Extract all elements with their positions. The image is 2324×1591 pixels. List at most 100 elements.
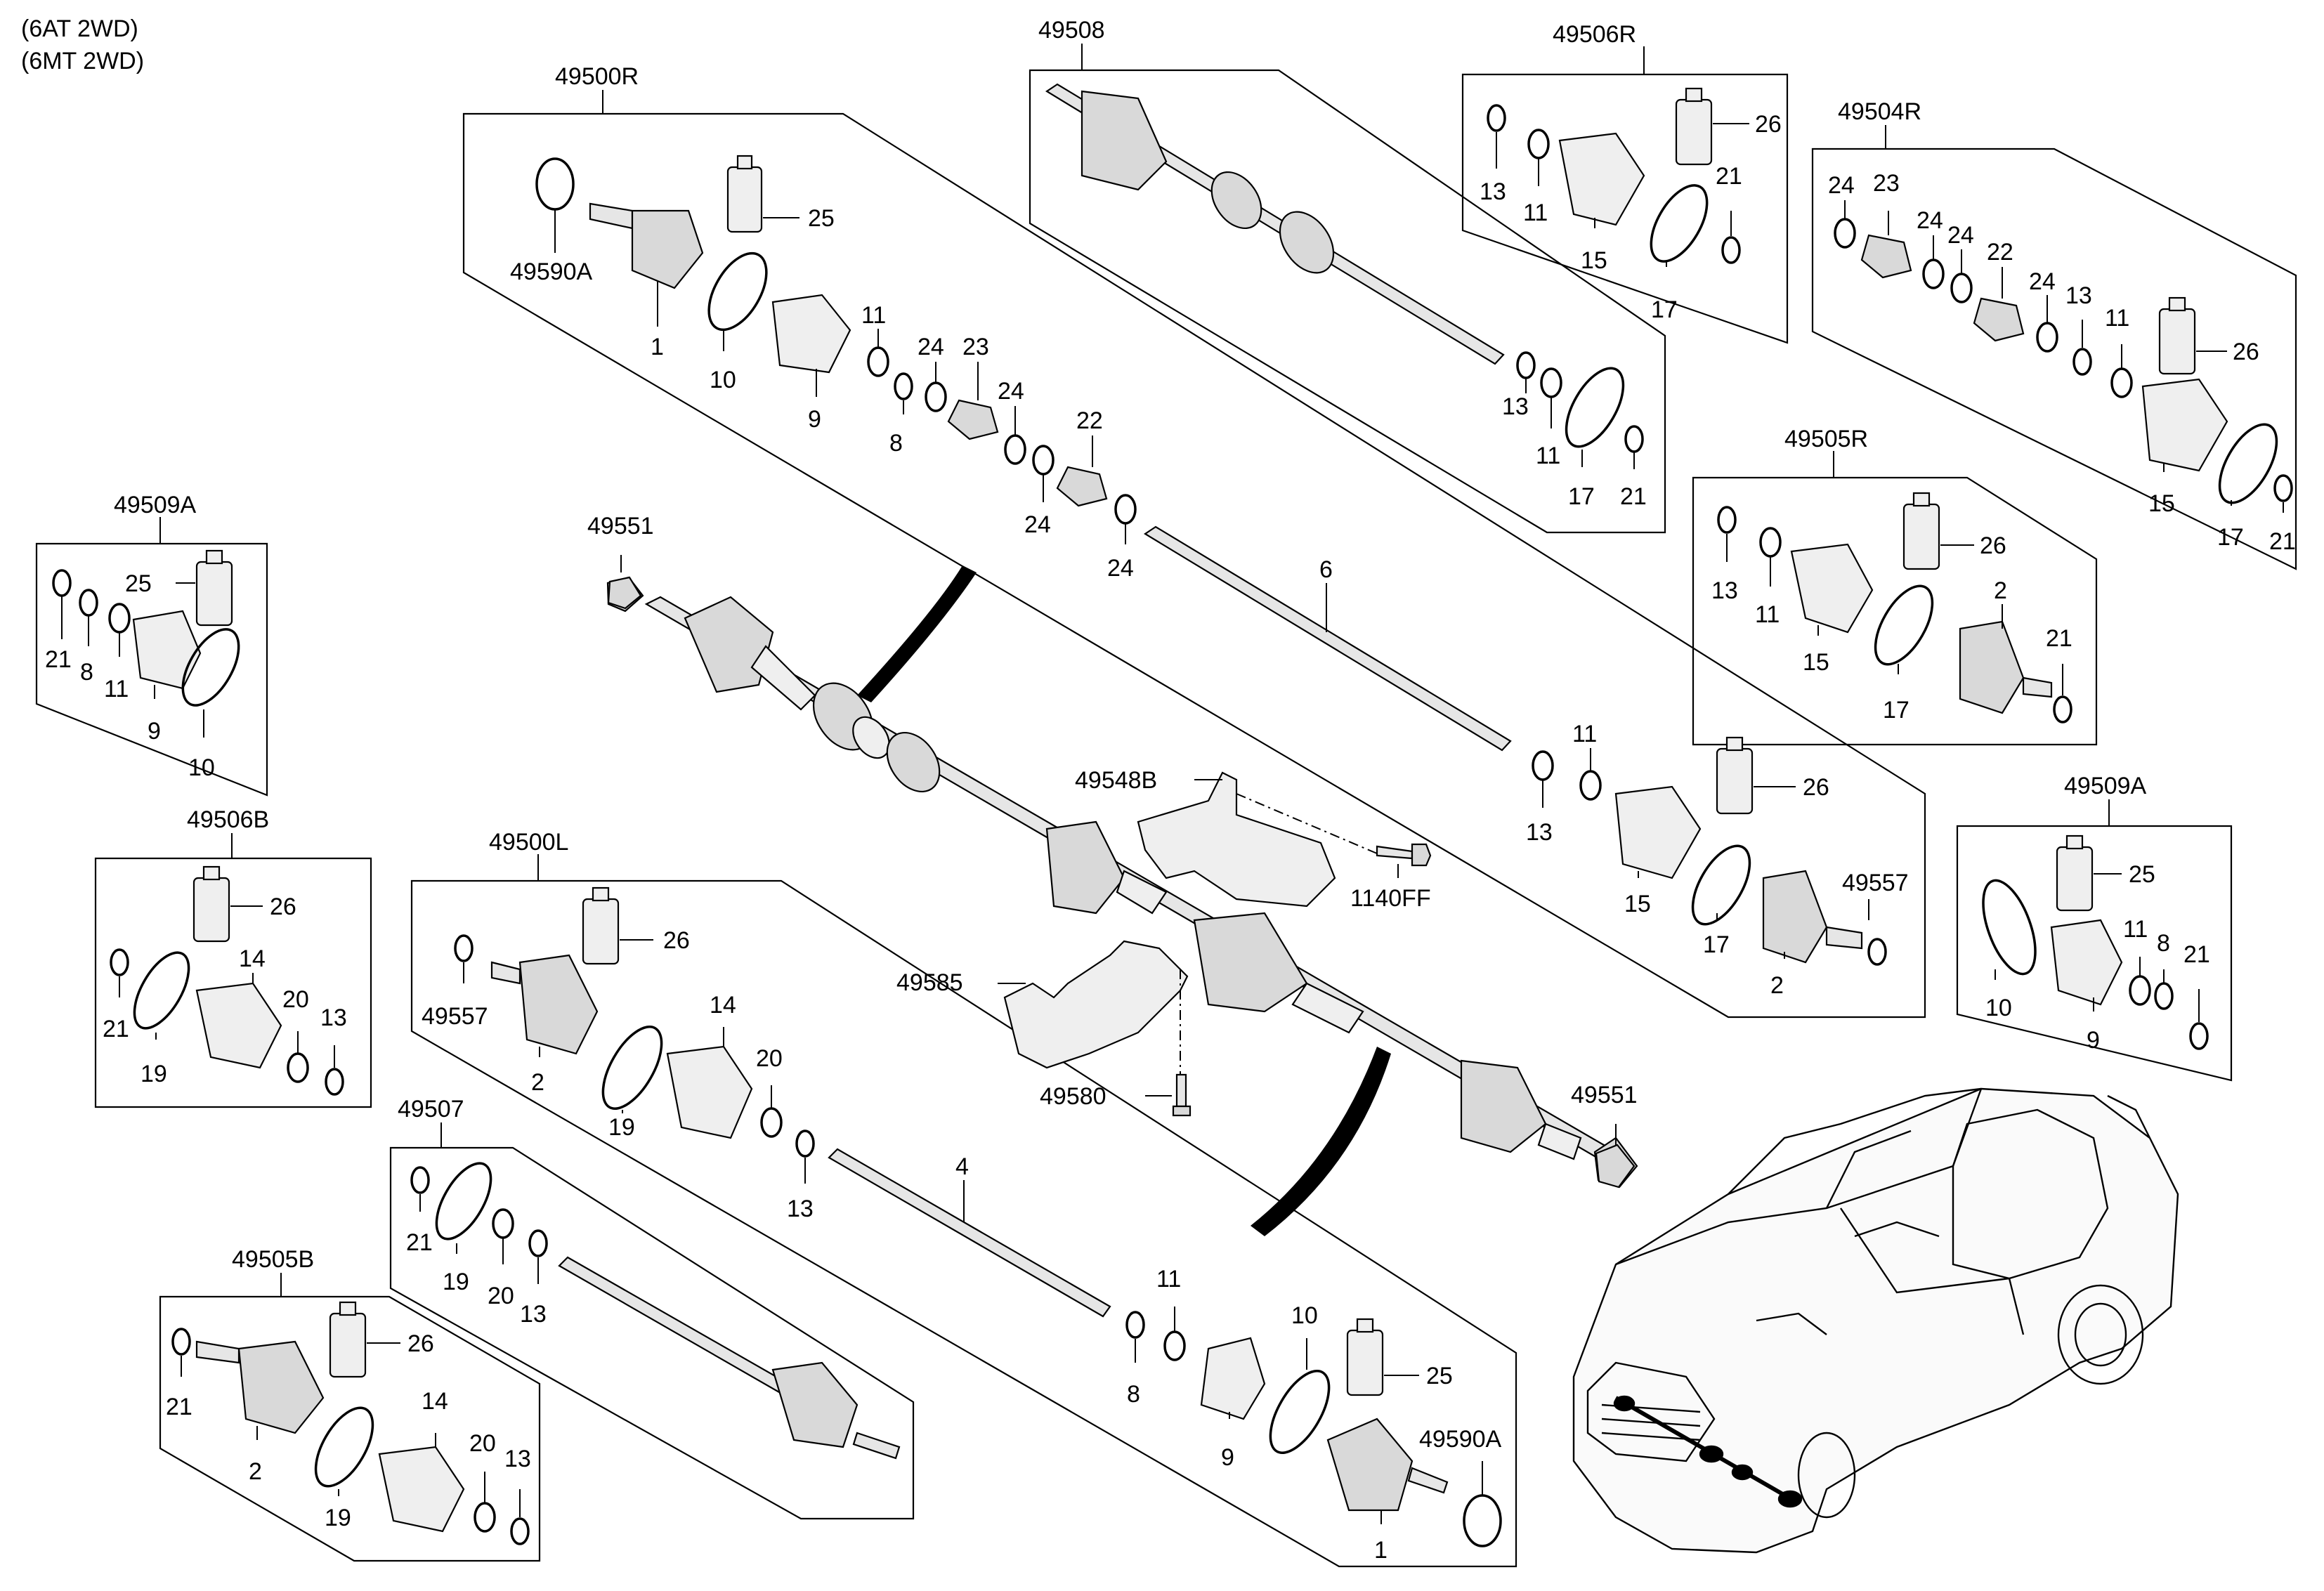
grease-25-509L: [195, 561, 233, 627]
label-13-507: 13: [520, 1301, 547, 1328]
label-1-top: 1: [651, 334, 664, 360]
label-11-504R: 11: [2105, 305, 2129, 332]
boot-9-500L: [1200, 1337, 1266, 1420]
grease-25-509R: [2056, 846, 2094, 912]
label-49585: 49585: [896, 969, 963, 996]
boot-9-509L: [132, 610, 202, 690]
group-49500R: 49500R: [462, 63, 1926, 1019]
label-11-505R: 11: [1755, 601, 1780, 628]
boot-14-506B: [195, 982, 282, 1069]
parts-49506B: 26 21 19 14 20 13: [103, 865, 347, 1096]
boot-9-top: [771, 294, 851, 374]
group-label-49505B: 49505B: [232, 1246, 314, 1273]
label-15-mid: 15: [1624, 891, 1651, 917]
grease-26-505R: [1902, 503, 1940, 570]
label-49551-bottom: 49551: [1571, 1082, 1638, 1108]
label-11-mid: 11: [1572, 721, 1597, 747]
label-17-506R: 17: [1651, 296, 1678, 323]
grease-26-mid: [1716, 747, 1754, 815]
label-25-509R: 25: [2129, 861, 2155, 888]
label-15-505R: 15: [1803, 649, 1829, 676]
label-23-504R: 23: [1873, 170, 1900, 197]
label-21-509R: 21: [2183, 941, 2210, 968]
label-14-506B: 14: [239, 945, 266, 972]
label-13-506R: 13: [1480, 178, 1506, 205]
parts-49505B: 21 26 2 19 14 20 13: [166, 1301, 531, 1545]
group-49506B: 49506B: [94, 806, 372, 1108]
abs-ring-49590A-bot: [1463, 1494, 1502, 1547]
group-label-49508: 49508: [1038, 17, 1105, 44]
label-21-508: 21: [1620, 483, 1647, 510]
label-13-506B: 13: [320, 1004, 347, 1031]
bracket-49585: 49585 49580: [896, 940, 1192, 1117]
inner-cv-joint-2-505R: [1959, 620, 2025, 714]
joint-49507: [771, 1361, 859, 1448]
group-label-49509A-left: 49509A: [114, 492, 197, 518]
label-25-500L: 25: [1426, 1363, 1453, 1389]
boot-15-504R: [2141, 378, 2228, 472]
boot-15-506R: [1558, 132, 1645, 226]
group-box-49500L: [410, 879, 1517, 1568]
grease-25-top: [726, 166, 763, 233]
label-49548B: 49548B: [1075, 767, 1157, 794]
label-24-504R-b: 24: [1917, 207, 1943, 234]
label-25-509L: 25: [125, 570, 152, 597]
label-9-509R: 9: [2087, 1027, 2100, 1054]
shaft-6: [1143, 525, 1512, 752]
group-49500L: 49500L: [410, 829, 1517, 1568]
label-11-509L: 11: [104, 676, 129, 702]
label-17-508: 17: [1568, 483, 1595, 510]
label-24-c: 24: [1024, 511, 1051, 538]
label-24-a: 24: [918, 334, 944, 360]
bracket-49548B: 49548B 1140FF: [1075, 767, 1432, 912]
group-label-49500R: 49500R: [555, 63, 639, 90]
parts-49506R: 13 11 15 17 21 26: [1480, 87, 1782, 323]
label-17-505R: 17: [1883, 697, 1910, 724]
group-49508: 49508: [1029, 17, 1666, 534]
label-14-500L: 14: [710, 992, 736, 1019]
label-13-500L: 13: [787, 1196, 814, 1222]
label-26-506R: 26: [1755, 111, 1782, 138]
group-49504R: 49504R: [1811, 98, 2297, 570]
label-21-509L: 21: [45, 646, 72, 673]
parts-49507: 21 19 20 13: [406, 1162, 901, 1460]
group-label-49506R: 49506R: [1553, 21, 1636, 48]
group-label-49505R: 49505R: [1784, 426, 1868, 452]
label-21-505R: 21: [2046, 625, 2072, 652]
group-label-49507: 49507: [398, 1096, 464, 1122]
label-13-mid: 13: [1526, 819, 1553, 846]
grease-25-500L: [1346, 1329, 1384, 1396]
label-14-505B: 14: [422, 1388, 448, 1415]
boot-14-500L: [666, 1045, 753, 1139]
label-10-509L: 10: [188, 754, 215, 781]
label-11-500L: 11: [1156, 1266, 1181, 1292]
label-13-505B: 13: [504, 1446, 531, 1472]
parts-49509A-left: 21 8 11 25 9 10: [45, 549, 240, 781]
main-drive-shaft: [606, 565, 1638, 1236]
label-19-506B: 19: [141, 1061, 167, 1087]
label-10-500L: 10: [1291, 1302, 1318, 1329]
abs-ring-49590A-top: [535, 157, 575, 211]
parts-49504R: 24 23 24 24 22 24 13 11 26 15 17 21: [1828, 170, 2296, 555]
label-49551-top: 49551: [587, 513, 654, 539]
nut-49551-top: 49551: [587, 513, 654, 610]
label-11-509R: 11: [2123, 916, 2148, 943]
label-9-509L: 9: [148, 718, 161, 745]
label-26-504R: 26: [2233, 339, 2259, 365]
grease-26-505B: [329, 1312, 367, 1378]
label-8-top: 8: [889, 430, 903, 457]
inner-cv-joint-2-500L: [518, 954, 599, 1055]
label-26-505R: 26: [1980, 532, 2006, 559]
label-8-509L: 8: [80, 659, 93, 686]
group-49506R: 49506R: [1461, 21, 1789, 344]
label-2-500L: 2: [531, 1069, 544, 1096]
damper-22-504R: [1973, 297, 2025, 342]
parts-49500R: 49590A 1 10 9 11 8 24 23 24 22 24 24 25 …: [510, 155, 1909, 999]
label-8-500L: 8: [1127, 1381, 1140, 1408]
group-box-49507: [389, 1146, 915, 1520]
damper-22-top: [1056, 466, 1108, 507]
label-21-505B: 21: [166, 1394, 192, 1420]
group-box-49500R: [462, 112, 1926, 1019]
